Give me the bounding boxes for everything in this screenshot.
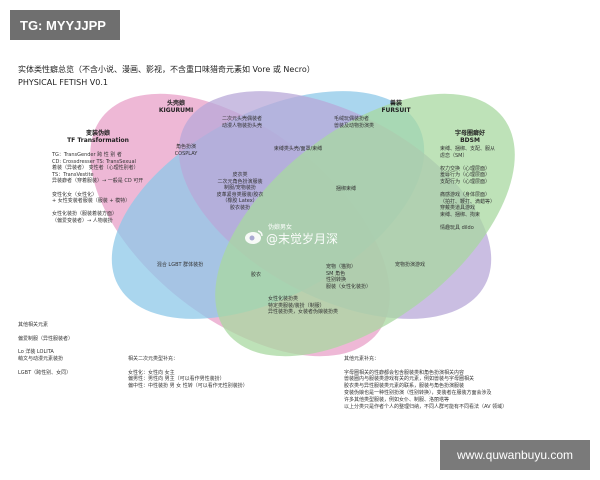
mid-notes: 相关二次元类型补充： 女性化：女性向 女主偏男性：男性向 男主（可以看作男性装扮…: [128, 356, 248, 390]
watermark-small: 伪娘男女: [268, 224, 293, 231]
fursuit-items: 毛绒玩偶装扮者兽装及动物扮演类: [334, 116, 375, 129]
right-notes: 其他元素补充： 字母圈相关的性癖都会包含服装类和角色扮演相关内容兽装圈内与服装类…: [344, 356, 508, 410]
chart-title: 实体类性癖总览（不含小说、漫画、影视，不含重口味猎奇元素如 Vore 或 Nec…: [18, 65, 315, 74]
pink-lower-label: 混合 LGBT 群体装扮: [156, 262, 204, 268]
bottom-set-items: 女性化装扮类特定类服装/装扮（制服）异性装扮类，女装者伪娘装扮类: [268, 296, 339, 316]
weibo-icon: [245, 230, 263, 244]
url-badge: www.quwanbuyu.com: [440, 440, 590, 470]
set-bdsm-ellipse: [215, 93, 515, 357]
kigurumi-items: 二次元头壳偶装者动漫人物装扮头壳: [222, 116, 263, 129]
bdsm-items: 束缚、捆绑、支配、服从虐恋（SM） 权力交换（心理层面）羞辱行为（心理层面）支配…: [440, 146, 496, 232]
watermark-main: @末觉岁月深: [266, 232, 339, 246]
chart-subtitle: PHYSICAL FETISH V0.1: [18, 78, 108, 87]
green-lower-label: 宠物扮演游戏: [394, 262, 426, 268]
kig-bdsm-label: 束缚类头壳/面罩/束缚: [273, 146, 323, 152]
bdsm-center-label: 捆绑束缚: [335, 186, 357, 192]
tag-badge: TG: MYYJJPP: [10, 10, 120, 40]
center-items: 皮衣类二次元角色扮演服装制服/宠物装扮 皮革紧身类服装/胶衣（橡胶 Latex）…: [216, 172, 264, 211]
center-low-label: 胶衣: [250, 272, 262, 278]
purple-green-low-items: 宠物（猫狗）SM 角色 性别转换服装（女性化装扮）: [326, 264, 372, 290]
